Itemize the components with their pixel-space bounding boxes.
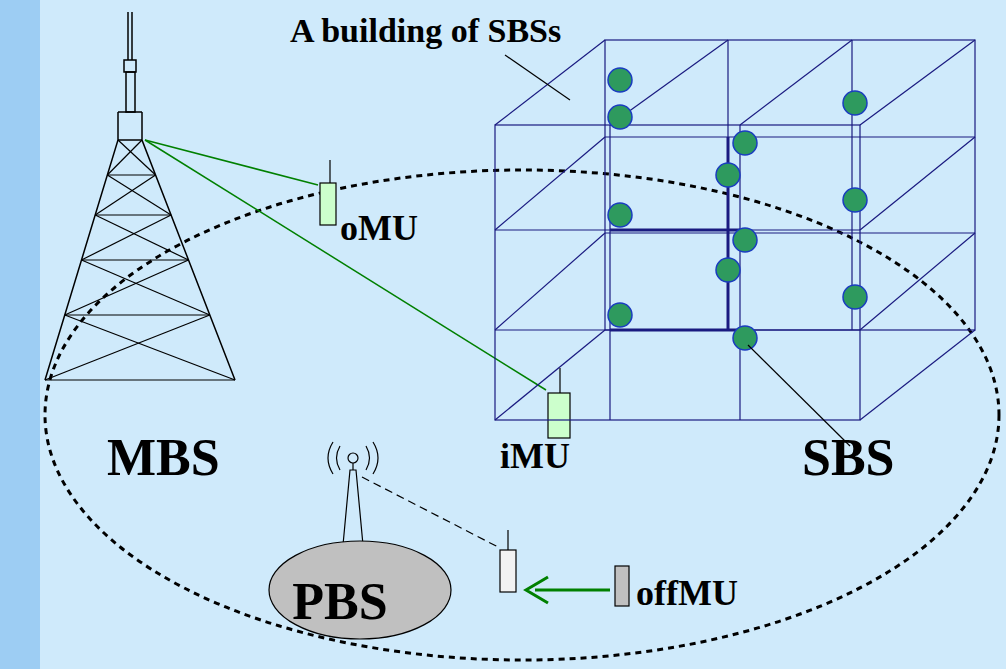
small-cell — [733, 131, 757, 155]
small-cell — [608, 203, 632, 227]
small-cell — [608, 68, 632, 92]
small-cell — [843, 285, 867, 309]
small-cell — [608, 303, 632, 327]
side-bar — [0, 0, 40, 669]
small-cell — [843, 91, 867, 115]
small-cell — [733, 326, 757, 350]
building-label: A building of SBSs — [290, 14, 561, 48]
building — [495, 40, 975, 420]
station-label: SBS — [802, 432, 895, 484]
device-label: offMU — [636, 575, 738, 611]
station-label: MBS — [107, 432, 220, 484]
small-cell — [716, 163, 740, 187]
small-cell — [608, 105, 632, 129]
device-label: oMU — [340, 210, 418, 246]
small-cell — [716, 258, 740, 282]
coverage-area — [45, 170, 999, 660]
small-cell — [843, 188, 867, 212]
user-device — [320, 160, 336, 225]
small-cell — [733, 228, 757, 252]
node-label: PBS — [292, 576, 387, 628]
device-label: iMU — [500, 438, 570, 474]
macro-tower — [45, 12, 235, 380]
pico-cell-area: PBS — [268, 540, 452, 640]
user-device — [548, 368, 570, 438]
pico-antenna — [328, 442, 378, 545]
